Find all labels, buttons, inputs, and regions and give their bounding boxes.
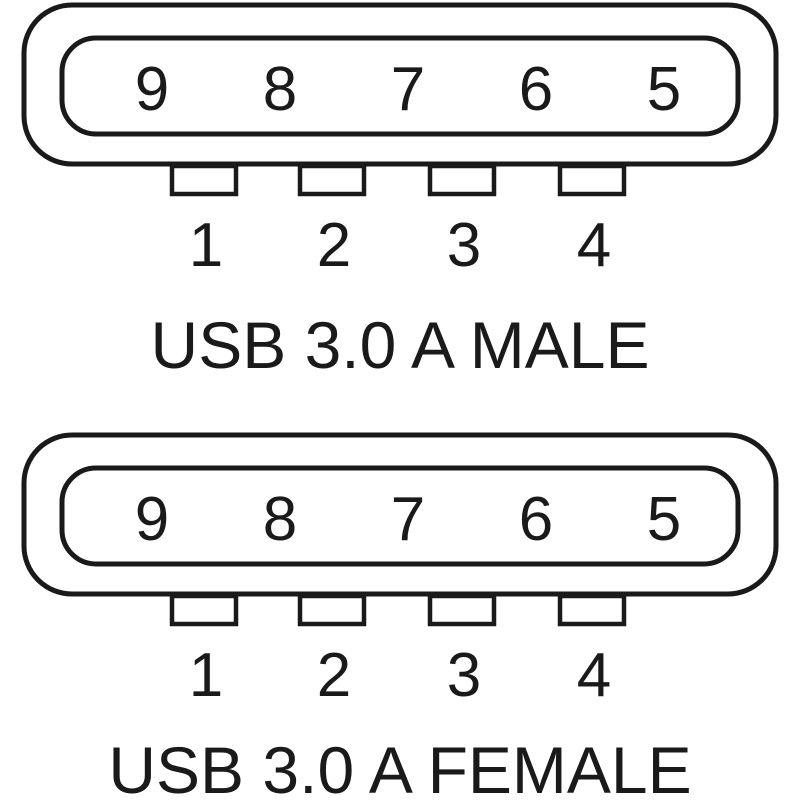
male-contact-tab-2 bbox=[297, 163, 367, 197]
female-contact-tab-2 bbox=[297, 593, 367, 627]
male-pin-1: 1 bbox=[189, 211, 223, 280]
female-contact-tab-3 bbox=[427, 593, 497, 627]
male-pin-6: 6 bbox=[519, 55, 553, 124]
female-contact-tab-1 bbox=[169, 593, 239, 627]
female-pin-8: 8 bbox=[263, 485, 297, 554]
male-pin-8: 8 bbox=[263, 55, 297, 124]
male-connector-label: USB 3.0 A MALE bbox=[151, 308, 650, 382]
male-pin-5: 5 bbox=[647, 55, 681, 124]
female-pin-1: 1 bbox=[189, 641, 223, 710]
male-pin-9: 9 bbox=[135, 55, 169, 124]
male-contact-tab-1 bbox=[169, 163, 239, 197]
female-pin-2: 2 bbox=[317, 641, 351, 710]
male-connector: 9 8 7 6 5 1 2 3 4 USB 3.0 A MALE bbox=[21, 2, 779, 382]
male-pin-3: 3 bbox=[447, 211, 481, 280]
female-pin-9: 9 bbox=[135, 485, 169, 554]
male-contact-tab-3 bbox=[427, 163, 497, 197]
male-contact-tab-4 bbox=[557, 163, 627, 197]
female-contact-tab-4 bbox=[557, 593, 627, 627]
female-pin-3: 3 bbox=[447, 641, 481, 710]
female-pin-5: 5 bbox=[647, 485, 681, 554]
female-connector-label: USB 3.0 A FEMALE bbox=[108, 733, 691, 800]
male-inner-shell bbox=[59, 35, 741, 137]
female-pin-4: 4 bbox=[577, 641, 611, 710]
female-pin-7: 7 bbox=[391, 485, 425, 554]
female-pin-6: 6 bbox=[519, 485, 553, 554]
female-connector: 9 8 7 6 5 1 2 3 4 USB 3.0 A FEMALE bbox=[21, 432, 779, 800]
male-pin-2: 2 bbox=[317, 211, 351, 280]
male-pin-7: 7 bbox=[391, 55, 425, 124]
female-inner-shell bbox=[59, 465, 741, 567]
male-pin-4: 4 bbox=[577, 211, 611, 280]
